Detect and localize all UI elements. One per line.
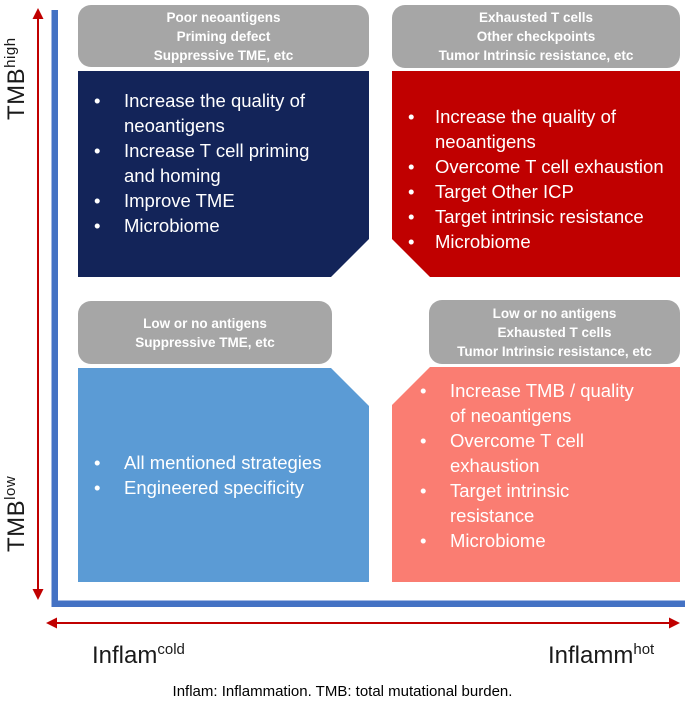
bullet-icon: •	[408, 206, 415, 227]
bullet-icon: •	[408, 181, 415, 202]
list-item: • Microbiome	[392, 229, 680, 254]
header-line: Tumor Intrinsic resistance, etc	[457, 343, 652, 359]
header-line: Exhausted T cells	[497, 324, 612, 340]
header-line: Poor neoantigens	[166, 9, 281, 25]
bullet-icon: •	[420, 380, 427, 401]
bullet-icon: •	[408, 231, 415, 252]
list-item-text: Increase TMB / quality of neoantigens	[450, 380, 634, 426]
bullet-icon: •	[94, 90, 101, 111]
list-item: • Improve TME	[78, 188, 369, 213]
list-item: • Increase TMB / quality of neoantigens	[392, 378, 680, 428]
list-item-text: Improve TME	[124, 190, 235, 211]
list-item: • Target Other ICP	[392, 179, 680, 204]
bullet-icon: •	[94, 190, 101, 211]
bullet-icon: •	[420, 480, 427, 501]
header-bottom-left: Low or no antigens Suppressive TME, etc	[78, 301, 332, 364]
list-item: • Engineered specificity	[78, 475, 369, 500]
y-axis-label-tmb-high: TMBhigh	[2, 37, 31, 120]
header-top-left: Poor neoantigens Priming defect Suppress…	[78, 5, 369, 67]
list-item: • All mentioned strategies	[78, 450, 369, 475]
header-line: Suppressive TME, etc	[135, 334, 275, 350]
list-item: • Increase T cell priming and homing	[78, 138, 369, 188]
header-bottom-right: Low or no antigens Exhausted T cells Tum…	[429, 300, 680, 364]
y-axis-label-tmb-low: TMBlow	[2, 475, 31, 552]
strategy-list: • Increase the quality of neoantigens • Ov…	[392, 104, 680, 254]
x-axis-label-sup: hot	[633, 641, 655, 658]
header-line: Suppressive TME, etc	[153, 47, 294, 63]
header-line: Other checkpoints	[476, 29, 596, 44]
strategy-list: • All mentioned strategies • Engineered sp…	[78, 450, 369, 500]
header-line: Priming defect	[176, 28, 271, 44]
list-item-text: Overcome T cell exhaustion	[435, 156, 664, 177]
list-item: • Increase the quality of neoantigens	[392, 104, 680, 154]
list-item: • Overcome T cell exhaustion	[392, 428, 680, 478]
list-item-text: Increase the quality of neoantigens	[124, 90, 305, 136]
bullet-icon: •	[94, 215, 101, 236]
list-item: • Target intrinsic resistance	[392, 204, 680, 229]
bullet-icon: •	[94, 452, 101, 473]
quadrant-bottom-left: • All mentioned strategies • Engineered sp…	[78, 368, 369, 582]
quadrant-bottom-right: • Increase TMB / quality of neoantigens •…	[392, 367, 680, 582]
strategy-list: • Increase the quality of neoantigens • In…	[78, 88, 369, 238]
y-axis-label-base: TMB	[3, 67, 30, 120]
list-item-text: Increase the quality of neoantigens	[435, 106, 616, 152]
list-item-text: Target intrinsic resistance	[450, 480, 570, 526]
y-axis-label-sup: high	[2, 37, 19, 68]
list-item: • Microbiome	[78, 213, 369, 238]
list-item-text: Microbiome	[124, 215, 220, 236]
header-line: Tumor Intrinsic resistance, etc	[438, 48, 634, 63]
list-item: • Overcome T cell exhaustion	[392, 154, 680, 179]
header-line: Low or no antigens	[492, 305, 617, 321]
x-axis-label-base: Inflam	[92, 642, 158, 669]
quadrant-top-right: • Increase the quality of neoantigens • Ov…	[392, 71, 680, 277]
list-item: • Microbiome	[392, 528, 680, 553]
y-axis-label-base: TMB	[3, 499, 30, 552]
list-item-text: All mentioned strategies	[124, 452, 322, 473]
figure-footnote: Inflam: Inflammation. TMB: total mutatio…	[172, 683, 513, 700]
header-line: Exhausted T cells	[478, 10, 594, 25]
list-item-text: Microbiome	[435, 231, 531, 252]
list-item-text: Increase T cell priming and homing	[124, 140, 310, 186]
list-item-text: Target intrinsic resistance	[435, 206, 644, 227]
bullet-icon: •	[94, 140, 101, 161]
list-item-text: Engineered specificity	[124, 477, 304, 498]
quadrant-top-left: • Increase the quality of neoantigens • In…	[78, 71, 369, 277]
x-axis-label-inflamm-hot: Inflammhot	[548, 642, 654, 670]
x-axis-arrow	[46, 617, 680, 629]
x-axis-label-sup: cold	[157, 641, 185, 658]
header-top-right: Exhausted T cells Other checkpoints Tumo…	[392, 5, 680, 68]
bullet-icon: •	[408, 156, 415, 177]
list-item-text: Overcome T cell exhaustion	[450, 430, 584, 476]
bullet-icon: •	[408, 106, 415, 127]
list-item-text: Microbiome	[450, 530, 546, 551]
bullet-icon: •	[420, 430, 427, 451]
y-axis-arrow	[32, 8, 44, 600]
y-axis-label-sup: low	[2, 475, 19, 500]
x-axis-label-inflam-cold: Inflamcold	[92, 642, 185, 670]
header-line: Low or no antigens	[143, 315, 267, 331]
strategy-list: • Increase TMB / quality of neoantigens •…	[392, 378, 680, 553]
bullet-icon: •	[420, 530, 427, 551]
list-item-text: Target Other ICP	[435, 181, 574, 202]
list-item: • Increase the quality of neoantigens	[78, 88, 369, 138]
list-item: • Target intrinsic resistance	[392, 478, 680, 528]
x-axis-label-base: Inflamm	[548, 642, 634, 669]
bullet-icon: •	[94, 477, 101, 498]
